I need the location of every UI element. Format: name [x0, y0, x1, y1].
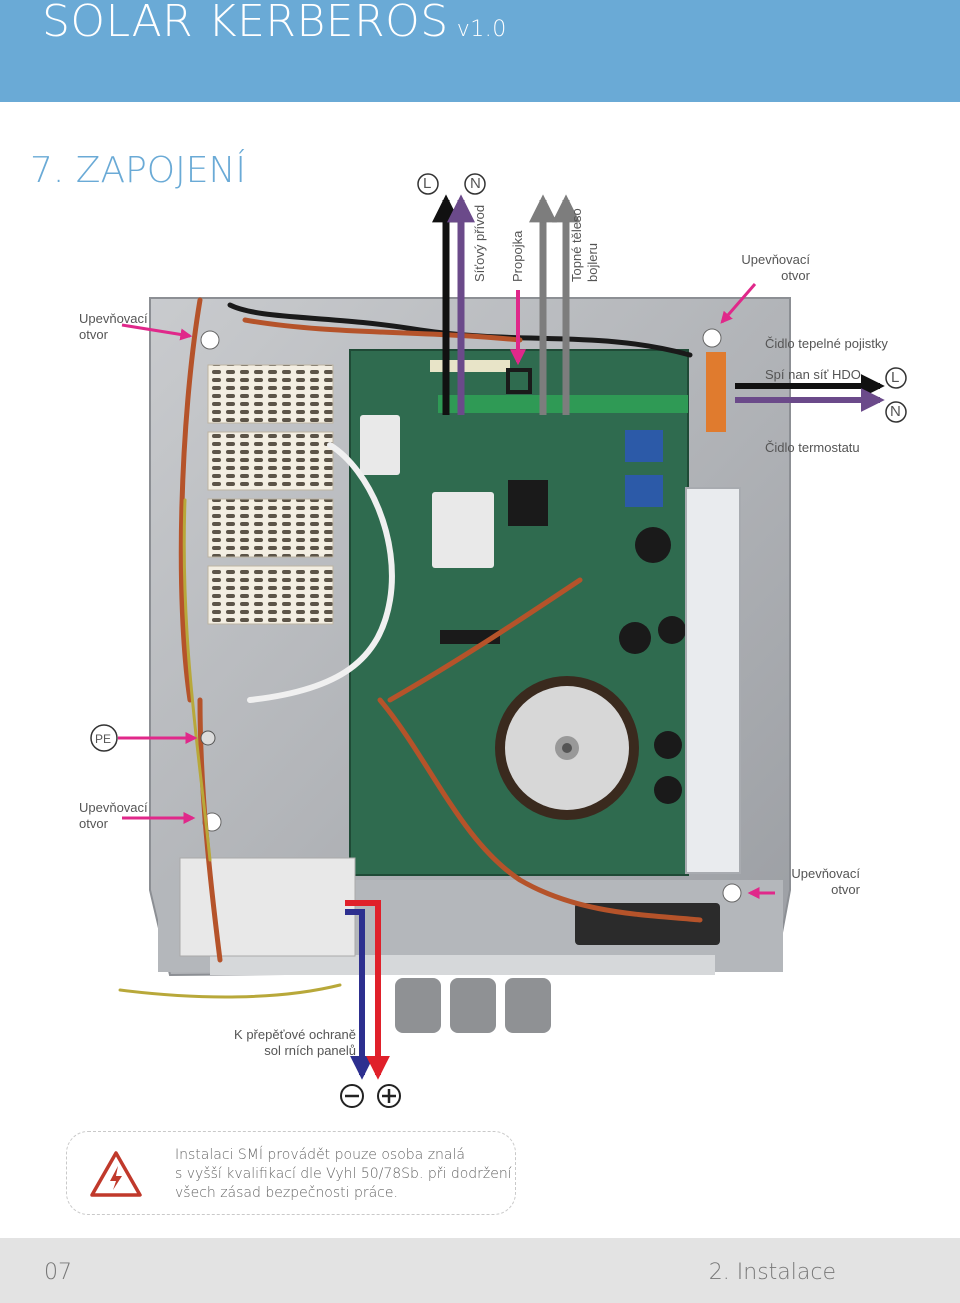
internal-wiring — [118, 297, 703, 999]
label-upevnovaci-mid-left: Upevňovací otvor — [79, 800, 148, 832]
safety-warning-box: Instalaci SMÍ provádět pouze osoba znalá… — [66, 1131, 516, 1215]
pe-terminal — [200, 730, 216, 746]
brand-version: v1.0 — [456, 17, 507, 42]
label-pe: PE — [95, 732, 112, 746]
label-line: otvor — [79, 816, 108, 831]
polarity-symbols — [340, 1084, 401, 1108]
control-pcb — [349, 349, 689, 876]
label-k-prepetove-ochrane: K přepěťové ochraně sol rních panelů — [196, 1027, 356, 1059]
plus-symbol — [377, 1084, 401, 1108]
circuit-breaker — [179, 857, 356, 957]
label-cidlo-tepelne-pojistky: Čidlo tepelné pojistky — [765, 336, 888, 351]
section-title: 7. ZAPOJENÍ — [30, 150, 247, 191]
thermal-fuse — [706, 352, 726, 432]
warning-line: všech zásad bezpečnosti práce. — [175, 1185, 398, 1201]
power-supply-modules — [207, 364, 334, 625]
label-spinana-sit-hdo: Spí nan síť HDO — [765, 367, 861, 382]
minus-symbol — [340, 1084, 364, 1108]
fixing-hole-arrows — [118, 283, 775, 899]
label-line: otvor — [79, 327, 108, 342]
label-cidlo-termostatu: Čidlo termostatu — [765, 440, 860, 455]
label-sitovy-privod: Síťový přívod — [472, 204, 487, 282]
solar-wires — [345, 900, 390, 1080]
brand-title: SOLAR KERBEROS v1.0 — [42, 0, 507, 47]
hdo-arrows — [735, 367, 907, 423]
label-line: otvor — [831, 882, 860, 897]
label-line: otvor — [781, 268, 810, 283]
label-propojka: Propojka — [510, 230, 525, 282]
supply-arrows — [432, 194, 580, 415]
page-number: 07 — [44, 1260, 72, 1285]
terminal-labels-top — [417, 173, 486, 195]
cable-glands — [395, 978, 551, 1033]
warning-line: Instalaci SMÍ provádět pouze osoba znalá — [175, 1147, 465, 1163]
high-voltage-warning-icon — [90, 1151, 142, 1197]
label-topne-teleso-2: bojleru — [585, 242, 600, 282]
heat-sink — [685, 487, 741, 874]
terminal-L-top: L — [423, 175, 432, 192]
label-upevnovaci-bottom-right: Upevňovací otvor — [750, 866, 860, 898]
pe-symbol — [90, 724, 118, 752]
terminal-N-top: N — [470, 175, 481, 192]
warning-line: s vyšší kvalifikací dle Vyhl 50/78Sb. př… — [175, 1166, 512, 1182]
warning-text: Instalaci SMÍ provádět pouze osoba znalá… — [175, 1146, 512, 1203]
header-bar: SOLAR KERBEROS v1.0 — [0, 0, 960, 102]
fan — [575, 903, 720, 945]
terminal-N-hdo: N — [890, 403, 901, 420]
label-line: sol rních panelů — [264, 1043, 356, 1058]
label-topne-teleso-1: Topné těleso — [569, 208, 584, 282]
label-line: Upevňovací — [79, 800, 148, 815]
brand-name: SOLAR KERBEROS — [42, 0, 449, 47]
label-line: Upevňovací — [791, 866, 860, 881]
label-line: Upevňovací — [79, 311, 148, 326]
terminal-L-hdo: L — [891, 369, 900, 386]
label-upevnovaci-top-left: Upevňovací otvor — [79, 311, 148, 343]
label-line: Upevňovací — [741, 252, 810, 267]
footer-bar: 07 2. Instalace — [0, 1238, 960, 1303]
wiring-diagram — [90, 173, 907, 1108]
label-line: K přepěťové ochraně — [234, 1027, 356, 1042]
label-upevnovaci-top-right: Upevňovací otvor — [700, 252, 810, 284]
chapter-name: 2. Instalace — [708, 1260, 836, 1285]
